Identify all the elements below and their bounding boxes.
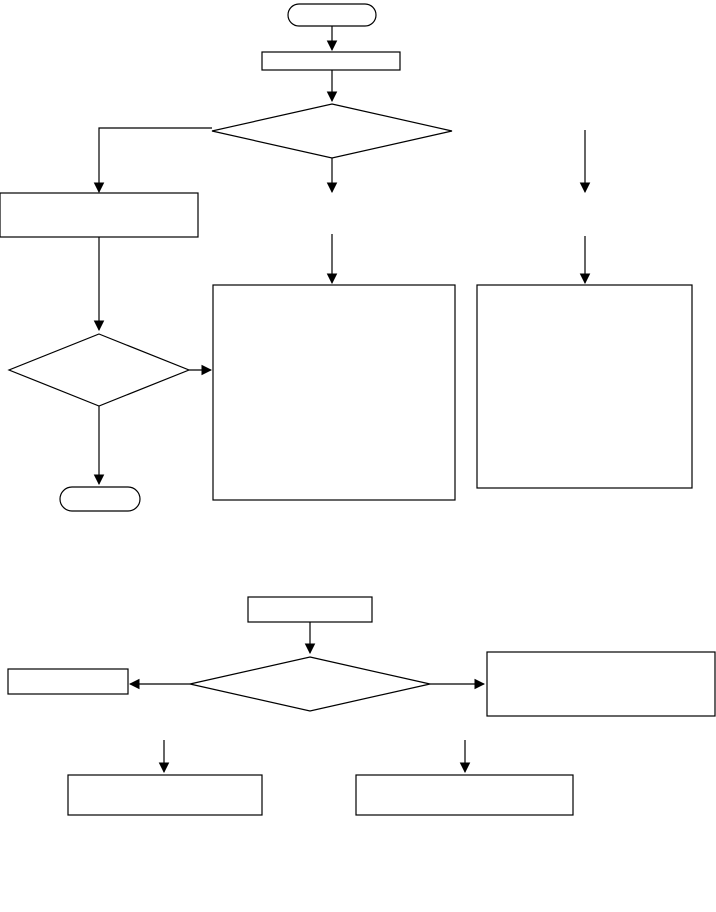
start-terminal (287, 3, 377, 27)
connector-decision-to-left (93, 127, 212, 194)
process-bottom-top (247, 596, 373, 623)
end-terminal (59, 486, 141, 512)
process-right-large (476, 284, 693, 489)
process-bottom-far-left (7, 668, 129, 695)
decision-main (211, 103, 453, 159)
decision-bottom (189, 656, 431, 712)
process-bottom-far-right (486, 651, 716, 717)
decision-left (7, 333, 191, 407)
process-bottom-left (67, 774, 263, 816)
process-bottom-right (355, 774, 574, 816)
process-left (0, 192, 199, 238)
process-top (261, 51, 401, 71)
process-center-large (212, 284, 456, 501)
